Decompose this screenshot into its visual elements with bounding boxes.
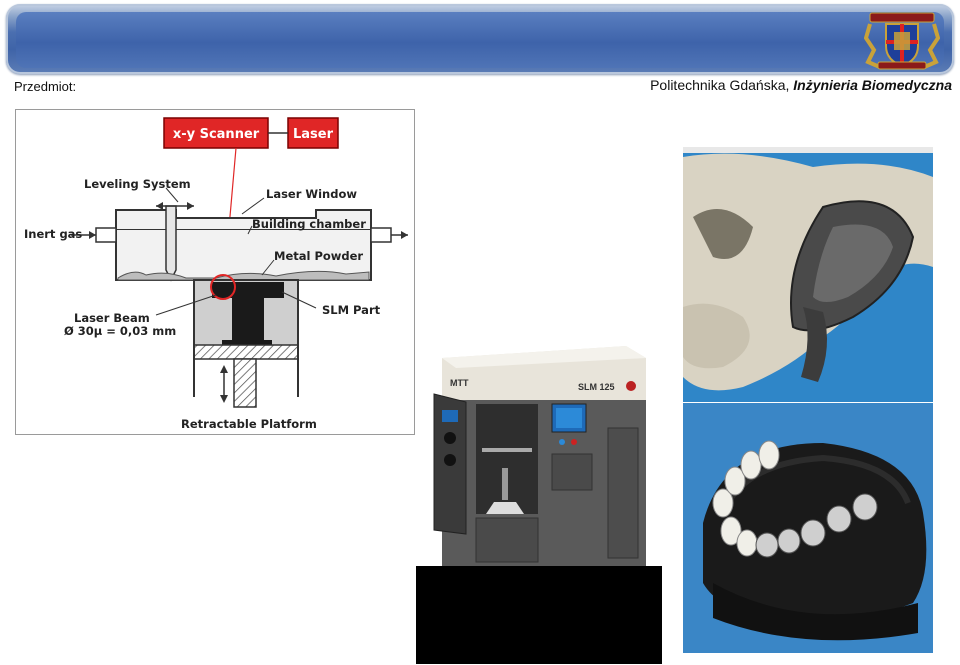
leveling-label: Leveling System: [84, 177, 191, 191]
slm-process-diagram: x-y Scanner Laser Leveling S: [15, 109, 415, 435]
machine-model: SLM 125: [578, 382, 615, 392]
header-banner-inner: [16, 12, 944, 68]
beam-size-label: Ø 30µ = 0,03 mm: [64, 324, 176, 338]
laser-box: [287, 117, 339, 149]
machine-brand: MTT: [450, 378, 469, 388]
subject-label: Przedmiot:: [14, 79, 77, 94]
dental-prosthesis-photo: [683, 403, 933, 653]
chamber-label: Building chamber: [252, 217, 366, 231]
laser-label: Laser: [293, 127, 334, 142]
window-label: Laser Window: [266, 187, 357, 201]
powder-label: Metal Powder: [274, 249, 363, 263]
faculty-label: Inżynieria Biomedyczna: [793, 77, 952, 93]
laser-beam-label: Laser Beam: [74, 311, 150, 325]
university-crest-icon: [864, 12, 940, 70]
university-label: Politechnika Gdańska,: [650, 77, 790, 93]
scanner-label: x-y Scanner: [173, 127, 260, 142]
slm-machine-photo: MTT SLM 125: [416, 338, 662, 664]
platform-label: Retractable Platform: [181, 417, 317, 431]
scanner-box: [163, 117, 269, 149]
inert-gas-label: Inert gas: [24, 227, 82, 241]
slm-part-label: SLM Part: [322, 303, 381, 317]
header-banner: [6, 4, 954, 74]
university-name: Politechnika Gdańska, Inżynieria Biomedy…: [650, 77, 952, 93]
skull-implant-photo: [683, 147, 933, 402]
